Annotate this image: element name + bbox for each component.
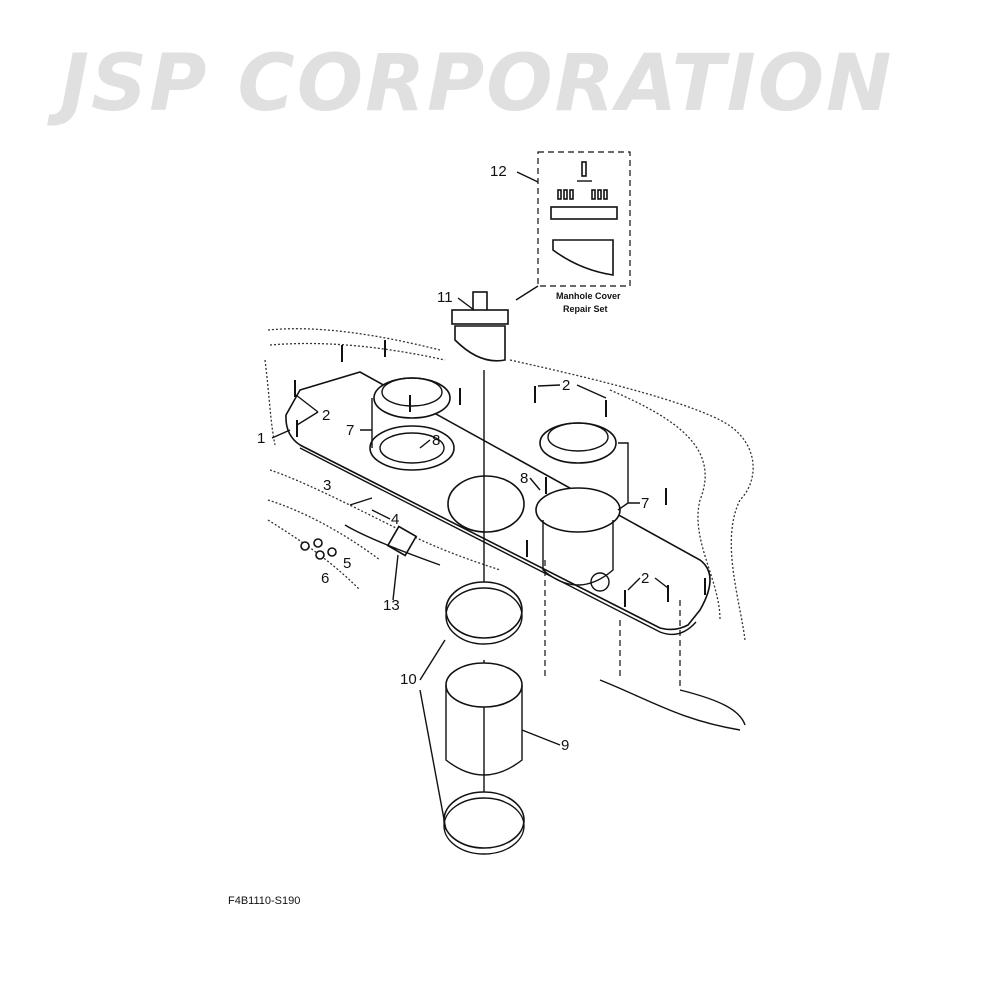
hatch-cover-left [369, 377, 455, 471]
callout-7: 7 [641, 495, 649, 512]
repair-set-parts [550, 161, 618, 276]
callout-1: 1 [257, 430, 265, 447]
callout-5: 5 [343, 555, 351, 572]
hatch-cover-right [535, 422, 621, 586]
callout-12: 12 [490, 163, 507, 180]
watermark: JSP CORPORATION [47, 39, 893, 129]
small-parts [300, 497, 441, 566]
callout-2: 2 [641, 570, 649, 587]
callout-8: 8 [432, 432, 440, 449]
callout-10: 10 [400, 671, 417, 688]
duct-opening [447, 475, 525, 533]
repair-set-caption-line2: Repair Set [563, 304, 608, 314]
callout-4: 4 [391, 511, 399, 528]
callout-13: 13 [383, 597, 400, 614]
callout-2: 2 [322, 407, 330, 424]
manhole-cover-part [451, 291, 509, 362]
clamp-upper [445, 581, 523, 645]
figure-code: F4B1110-S190 [228, 895, 300, 907]
hose [445, 662, 523, 776]
callout-11: 11 [437, 289, 453, 306]
repair-set-caption-line1: Manhole Cover [556, 291, 621, 301]
screws [294, 340, 706, 607]
hull-outline [264, 328, 754, 731]
callout-2: 2 [562, 377, 570, 394]
callout-9: 9 [561, 737, 569, 754]
leader-lines [271, 171, 669, 831]
callout-6: 6 [321, 570, 329, 587]
callout-8: 8 [520, 470, 528, 487]
callout-3: 3 [323, 477, 331, 494]
repair-set-box [537, 151, 631, 287]
callout-7: 7 [346, 422, 354, 439]
